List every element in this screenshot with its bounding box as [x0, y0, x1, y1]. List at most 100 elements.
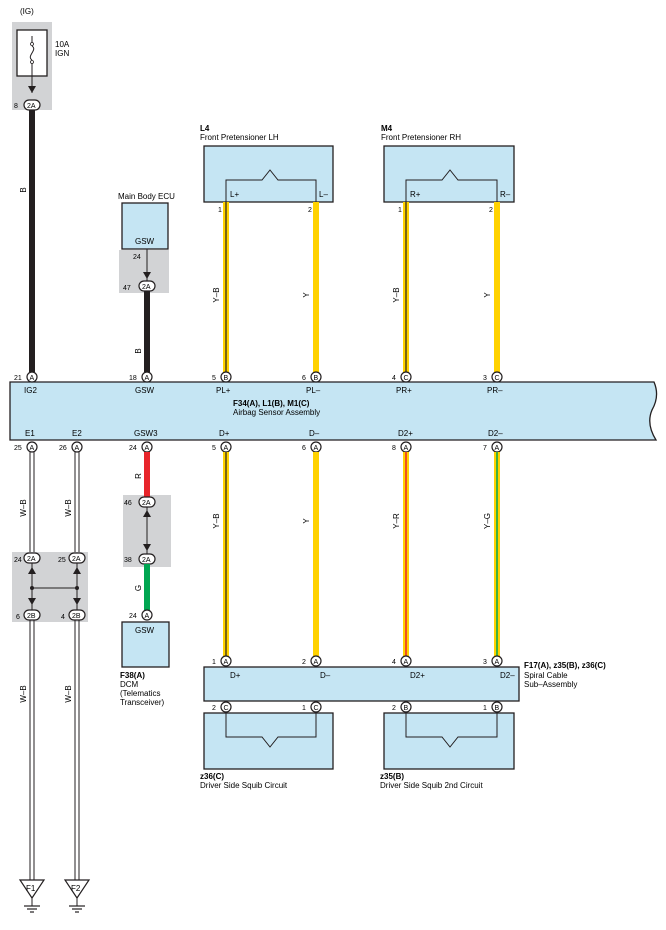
z35-code: z35(B)	[380, 772, 404, 781]
arrow-up-icon	[28, 567, 36, 574]
wire-color-label: Y	[483, 292, 492, 298]
squib-symbol	[225, 713, 317, 748]
spiral-bottom-pin: 1 C	[302, 701, 322, 713]
pin-number: 3	[483, 659, 487, 666]
pin-number: 5	[212, 445, 216, 452]
pin-number: 6	[16, 614, 20, 621]
terminal-label: E2	[72, 429, 82, 438]
wire-color-label: W–B	[19, 499, 28, 516]
connector-id: A	[145, 375, 150, 382]
dcm-name: (Telematics	[120, 689, 160, 698]
connector-id: A	[404, 445, 409, 452]
junction-connector-2b	[23, 609, 41, 621]
terminal-label: E1	[25, 429, 35, 438]
pin-number: 2	[489, 207, 493, 214]
dcm-terminal-label: GSW	[135, 626, 155, 635]
pin-number: 6	[302, 375, 306, 382]
connector-id: C	[404, 375, 409, 382]
airbag-top-pin-21: 21 A IG2	[14, 371, 38, 395]
connector-circle	[220, 701, 232, 713]
l4-name: Front Pretensioner LH	[200, 133, 279, 142]
terminal-label: D+	[230, 671, 241, 680]
pin-number: 1	[218, 207, 222, 214]
connector-id: 2A	[72, 556, 81, 563]
ground-f2: F2	[63, 879, 91, 913]
m4-name: Front Pretensioner RH	[381, 133, 461, 142]
pin-number: 25	[58, 557, 66, 564]
connector-circle	[310, 371, 322, 383]
connector-circle	[141, 371, 153, 383]
l4-component-box	[203, 145, 334, 203]
connector-id: B	[224, 375, 229, 382]
terminal-label: D2–	[500, 671, 515, 680]
dcm-name: Transceiver)	[120, 698, 164, 707]
main-body-ecu-label: Main Body ECU	[118, 192, 175, 201]
pin-number: 4	[392, 375, 396, 382]
connector-id: 2A	[27, 103, 36, 110]
connector-id: A	[75, 445, 80, 452]
z36-code: z36(C)	[200, 772, 224, 781]
pin-number: 4	[61, 614, 65, 621]
pin-number: 2	[212, 705, 216, 712]
pin-number: 5	[212, 375, 216, 382]
connector-circle	[400, 371, 412, 383]
ground-point-icon	[18, 879, 46, 900]
connector-id: C	[314, 705, 319, 712]
spiral-top-pin-d2-plus: 4 A	[392, 655, 412, 667]
airbag-top-pin-18: 18 A GSW	[129, 371, 155, 395]
pin-number: 8	[14, 103, 18, 110]
airbag-top-pin-pl-minus: 6 B PL–	[302, 371, 322, 395]
airbag-top-pin-pr-minus: 3 C PR–	[483, 371, 503, 395]
connector-id: A	[224, 659, 229, 666]
m4-component-box	[383, 145, 515, 203]
terminal-label: PL+	[216, 386, 231, 395]
connector-circle	[491, 655, 503, 667]
connector-circle	[26, 441, 38, 453]
airbag-bottom-pin-gsw3: 24 A	[129, 441, 153, 453]
wire-color-label: Y–B	[392, 287, 401, 302]
dcm-pin: 24 A	[129, 609, 153, 621]
airbag-top-pin-pr-plus: 4 C PR+	[392, 371, 412, 395]
terminal-label: D–	[309, 429, 320, 438]
connector-id: C	[224, 705, 229, 712]
connector-id: A	[314, 445, 319, 452]
spiral-bottom-pin: 1 B	[483, 701, 503, 713]
wire-color-label: Y–B	[212, 513, 221, 528]
spiral-code: F17(A), z35(B), z36(C)	[524, 661, 606, 670]
wire-color-label: Y–G	[483, 513, 492, 529]
pin-number: 1	[483, 705, 487, 712]
airbag-bottom-pin-d-plus: 5 A	[212, 441, 232, 453]
pin-number: 24	[129, 613, 137, 620]
wire-color-label: Y	[302, 518, 311, 524]
connector-circle	[491, 701, 503, 713]
connector-circle	[220, 371, 232, 383]
m4-code: M4	[381, 124, 393, 133]
l4-code: L4	[200, 124, 210, 133]
ground-label: F1	[26, 884, 36, 893]
pin-number: 2	[392, 705, 396, 712]
ground-label: F2	[71, 884, 81, 893]
connector-id: 2A	[142, 500, 151, 507]
spiral-bottom-pin: 2 C	[212, 701, 232, 713]
connector-id: 2A	[142, 557, 151, 564]
airbag-bottom-pin-e1: 25 A	[14, 441, 38, 453]
airbag-code: F34(A), L1(B), M1(C)	[233, 399, 310, 408]
airbag-bottom-pin-d2-minus: 7 A	[483, 441, 503, 453]
pin-number: 2	[302, 659, 306, 666]
spiral-top-pin-d-plus: 1 A	[212, 655, 232, 667]
connector-id: 2A	[27, 556, 36, 563]
terminal-label: IG2	[24, 386, 37, 395]
connector-circle	[26, 371, 38, 383]
pin-number: 7	[483, 445, 487, 452]
terminal-label: D2–	[488, 429, 503, 438]
wire-color-label: Y–R	[392, 513, 401, 529]
pin-number: 6	[302, 445, 306, 452]
pin-number: 47	[123, 285, 131, 292]
pin-number: 3	[483, 375, 487, 382]
terminal-label: D2+	[398, 429, 413, 438]
airbag-bottom-pin-d2-plus: 8 A	[392, 441, 412, 453]
airbag-name: Airbag Sensor Assembly	[233, 408, 320, 417]
connector-id: B	[314, 375, 319, 382]
connector-id: A	[145, 613, 150, 620]
